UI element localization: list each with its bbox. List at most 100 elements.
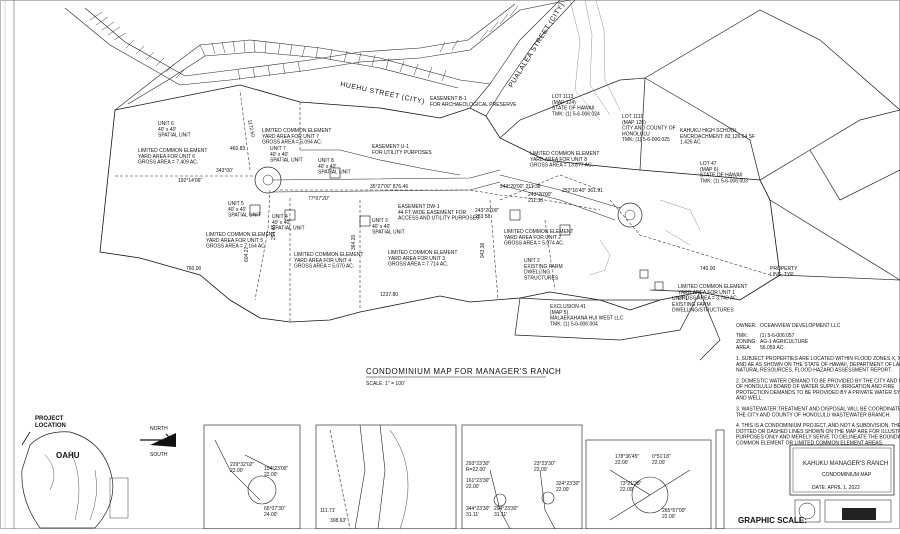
label-line: UNIT 1	[672, 296, 688, 302]
note-1: 1. SUBJECT PROPERTIES ARE LOCATED WITHIN…	[736, 356, 900, 374]
label-line: ACCESS AND UTILITY PURPOSES	[398, 216, 480, 222]
north-arrow: NORTH SOUTH	[140, 426, 176, 458]
label-line: 0°51'18"	[652, 454, 671, 460]
label-line: 40' x 40'	[270, 152, 288, 158]
label-line: 24.00'	[264, 512, 278, 518]
svg-text:SOUTH: SOUTH	[150, 452, 168, 458]
note-4: 4. THIS IS A CONDOMINIUM PROJECT, AND NO…	[736, 423, 900, 446]
labels-bearing-3: 252°16'40" 361.91	[562, 188, 603, 194]
label-line: 243°20'00"	[475, 208, 499, 214]
note-2: 2. DOMESTIC WATER DEMAND TO BE PROVIDED …	[736, 378, 900, 401]
label-line: EASEMENT DW-1	[398, 204, 440, 210]
label-line: GROSS AREA = 7.714 AC.	[388, 262, 448, 268]
label-line: TMK: (1) 5-6-006:025	[622, 137, 670, 143]
label-line: 229°32'02"	[230, 462, 254, 468]
label-line: YARD AREA FOR UNIT 8	[530, 157, 587, 163]
svg-text:TMK:: TMK:	[736, 333, 748, 339]
unit-division-lines	[115, 89, 771, 322]
label-line: YARD AREA FOR UNIT 7	[262, 134, 319, 140]
svg-text:NORTH: NORTH	[150, 426, 168, 432]
label-line: 22.00'	[662, 514, 676, 520]
label-line: 178°36'45"	[615, 454, 639, 460]
label-line: 22.00'	[230, 468, 244, 474]
svg-text:ZONING:: ZONING:	[736, 339, 757, 345]
label-line: 161°23'30"	[466, 478, 490, 484]
label-line: EASEMENT U-1	[372, 144, 409, 150]
labels-exclusion: EXCLUSION 41(MAP 5)MALAEKAHANA HUI WEST …	[550, 304, 624, 327]
label-line: LINE, TYP.	[770, 272, 794, 278]
svg-text:56.059 AC.: 56.059 AC.	[760, 345, 785, 351]
label-line: EXISTING FARM	[524, 264, 563, 270]
labels-dim-4: 294.45	[271, 224, 277, 240]
access-easement	[271, 149, 621, 221]
label-line: LOT 47	[700, 161, 717, 167]
label-line: SPATIAL UNIT	[158, 133, 191, 139]
label-line: 740.00	[700, 266, 716, 272]
label-line: GROSS AREA = 7.164 AC.	[206, 244, 266, 250]
labels-dim-9: 760.00	[186, 266, 202, 272]
label-line: (MAP 5)	[550, 310, 569, 316]
note-3: 3. WASTEWATER TREATMENT AND DISPOSAL WIL…	[736, 407, 900, 419]
label-line: 77°07'20"	[308, 196, 330, 202]
label-line: PROJECT	[35, 416, 64, 422]
label-line: 192°14'06"	[178, 178, 202, 184]
label-line: YARD AREA FOR UNIT 5	[206, 238, 263, 244]
label-line: 324°23'30"	[556, 481, 580, 487]
map-scale: SCALE: 1" = 100'	[366, 381, 405, 387]
label-line: GROSS AREA = 5.074 AC.	[504, 241, 564, 247]
label-line: CITY AND COUNTY OF	[622, 126, 676, 132]
neighbor-lots	[499, 9, 900, 361]
label-line: FOR ARCHAEOLOGICAL PRESERVE	[430, 102, 517, 108]
label-line: TMK: (1) 5-6-006:024	[552, 111, 600, 117]
details-d4-e: 23°23'30"22.00'	[534, 461, 556, 473]
title-block-date: DATE: APRIL 1, 2022	[812, 485, 860, 491]
oahu-label: OAHU	[56, 451, 80, 460]
label-line: KAHUKU HIGH SCHOOL	[680, 128, 737, 134]
label-line: 343°00'	[216, 168, 233, 174]
label-line: LOT 1110	[622, 114, 644, 120]
label-line: 22.00'	[556, 487, 570, 493]
label-line: TMK: (1) 5-6-006:003	[700, 178, 748, 184]
details-d2-b: 154°23'00"22.00'	[264, 466, 288, 478]
lot-hatching	[89, 5, 519, 82]
label-line: 294°23'30"	[494, 506, 518, 512]
labels-bearing-4: 243°20'00" 211.38	[500, 184, 541, 190]
label-line: 40' x 40'	[158, 127, 176, 133]
details-d4-b: 161°23'30"22.00'	[466, 478, 490, 490]
label-line: UNIT 8	[318, 158, 334, 164]
label-line: (MAP 6)	[700, 167, 719, 173]
label-line: 604.27	[244, 246, 250, 262]
labels-bearing-7: 740.00	[700, 266, 716, 272]
label-line: 22.00'	[652, 460, 666, 466]
label-line: PROPERTY	[770, 266, 798, 272]
detail-3-a: 111.71'	[320, 508, 336, 514]
label-line: 943.36	[480, 242, 486, 258]
label-line: SPATIAL UNIT	[318, 170, 351, 176]
label-line: DWELLING	[524, 270, 550, 276]
map-title: CONDOMINIUM MAP FOR MANAGER'S RANCH	[366, 367, 561, 376]
labels-bearing-1: 35°27'00" 876.46	[370, 184, 408, 190]
label-line: 294.45	[271, 224, 277, 240]
label-line: YARD AREA FOR UNIT 6	[138, 154, 195, 160]
detail-2-labels: 229°32'02"22.00' 154°23'00"22.00' 66°07'…	[230, 462, 288, 518]
label-line: 22.00'	[264, 472, 278, 478]
label-line: LIMITED COMMON ELEMENT	[530, 151, 599, 157]
graphic-scale-label: GRAPHIC SCALE:	[738, 516, 807, 525]
label-line: 22.00'	[534, 467, 548, 473]
detail-5-labels: 178°36'45"22.00' 0°51'18"22.00' 73°21'38…	[615, 454, 686, 520]
